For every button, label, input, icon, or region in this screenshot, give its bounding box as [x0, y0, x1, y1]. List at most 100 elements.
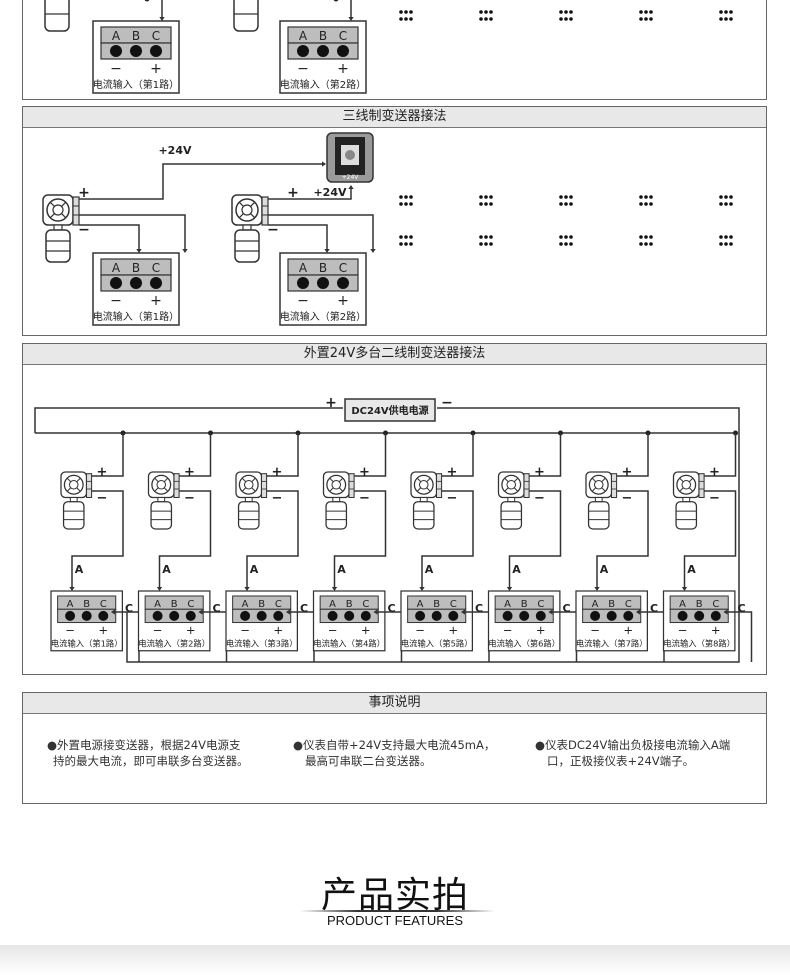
input-label: 电流输入（第2路）	[280, 310, 366, 323]
transmitter-body	[150, 501, 173, 530]
plus-label: +	[150, 293, 162, 309]
terminal-letter-b: B	[608, 599, 615, 610]
terminal-letter-c: C	[187, 599, 194, 610]
transmitter-terminal-strip	[348, 473, 355, 499]
minus-label: −	[534, 491, 545, 506]
terminal-screw-c	[623, 610, 634, 621]
terminal-dots-icon	[639, 235, 653, 246]
terminal-letter-a: A	[242, 599, 249, 610]
transmitter-body	[237, 501, 260, 530]
meter-dial	[345, 150, 355, 160]
terminal-dot	[399, 195, 403, 199]
dial-spoke	[250, 213, 256, 219]
terminal-letter-c: C	[275, 599, 282, 610]
terminal-dot	[719, 202, 723, 206]
wire-c-label: C	[562, 602, 570, 615]
transmitter-terminal-strip	[435, 473, 443, 499]
arrow-icon	[159, 17, 165, 21]
dial-spoke	[61, 201, 67, 207]
wire	[529, 433, 562, 477]
note-line: ●外置电源接变送器，根据24V电源支	[47, 738, 241, 752]
terminal-letter-c: C	[362, 599, 369, 610]
dial-spoke	[241, 487, 247, 492]
terminal-screw-a	[502, 610, 513, 621]
terminal-dot	[559, 10, 563, 14]
plus-label: +	[97, 465, 108, 480]
transmitter-terminal-strip	[260, 473, 268, 499]
terminal-screw-a	[110, 277, 122, 289]
arrow-icon	[322, 161, 326, 167]
terminal-dot	[719, 10, 723, 14]
plus-label: +	[184, 465, 195, 480]
terminal-letter-b: B	[319, 29, 327, 43]
plus-label: +	[448, 623, 458, 637]
wire-c-label: C	[737, 602, 745, 615]
terminal-dot	[559, 202, 563, 206]
dial-spoke	[251, 487, 256, 492]
transmitter-icon	[585, 471, 618, 530]
terminal-letter-c: C	[537, 599, 544, 610]
transmitter-neck	[419, 496, 428, 503]
wire-c-label: C	[475, 602, 483, 615]
terminal-screw-a	[110, 45, 122, 57]
wire-c-label: C	[300, 602, 308, 615]
arrow-icon	[548, 609, 553, 615]
dial-spoke	[416, 487, 422, 492]
plus-label: +	[709, 465, 720, 480]
plus-label: +	[534, 465, 545, 480]
terminal-dot	[719, 242, 723, 246]
transmitter-body	[44, 0, 70, 32]
voltage-label: +24V	[158, 144, 192, 157]
arrow-icon	[419, 587, 425, 591]
terminal-screw-a	[677, 610, 688, 621]
wire	[246, 490, 299, 589]
wire	[333, 490, 387, 589]
wire-c-label: C	[125, 602, 133, 615]
terminal-dot	[644, 235, 648, 239]
terminal-letter-a: A	[679, 599, 686, 610]
transmitter-icon	[231, 194, 269, 263]
terminal-screw-b	[256, 610, 267, 621]
positive-bus	[34, 407, 343, 433]
wire	[267, 433, 299, 477]
terminal-dots-icon	[639, 195, 653, 206]
minus-label: −	[328, 623, 338, 637]
transmitter-terminal-strip	[610, 473, 618, 499]
plus-label: +	[150, 61, 162, 77]
terminal-dot	[484, 195, 488, 199]
input-label: 电流输入（第1路）	[51, 639, 123, 649]
terminal-dots-icon	[559, 10, 573, 21]
terminal-screw-b	[169, 610, 180, 621]
meter-icon: +24V	[326, 132, 374, 183]
terminal-dot	[649, 10, 653, 14]
terminal-dot	[649, 195, 653, 199]
terminal-dot	[404, 235, 408, 239]
terminal-dot	[479, 17, 483, 21]
wire	[158, 490, 212, 589]
transmitter-icon	[410, 471, 443, 530]
wire-a-label: A	[162, 563, 171, 576]
dial-spoke	[329, 477, 334, 483]
terminal-letter-b: B	[83, 599, 90, 610]
terminal-screw-c	[448, 610, 459, 621]
voltage-label: +24V	[313, 186, 347, 199]
minus-label: −	[297, 61, 309, 77]
section-shade	[0, 945, 790, 975]
minus-label: −	[590, 623, 600, 637]
terminal-dot	[569, 195, 573, 199]
terminal-dots-icon	[639, 10, 653, 21]
input-label: 电流输入（第2路）	[138, 639, 210, 649]
wire	[268, 224, 328, 251]
arrow-icon	[594, 587, 600, 591]
terminal-dot	[569, 10, 573, 14]
terminal-dot	[409, 235, 413, 239]
wire	[617, 433, 649, 477]
wire	[179, 433, 212, 477]
transmitter-body	[500, 501, 523, 530]
note-item: ●仪表DC24V输出负极接电流输入A端 口，正极接仪表+24V端子。	[535, 737, 730, 769]
minus-label: −	[622, 491, 633, 506]
minus-label: −	[65, 623, 75, 637]
